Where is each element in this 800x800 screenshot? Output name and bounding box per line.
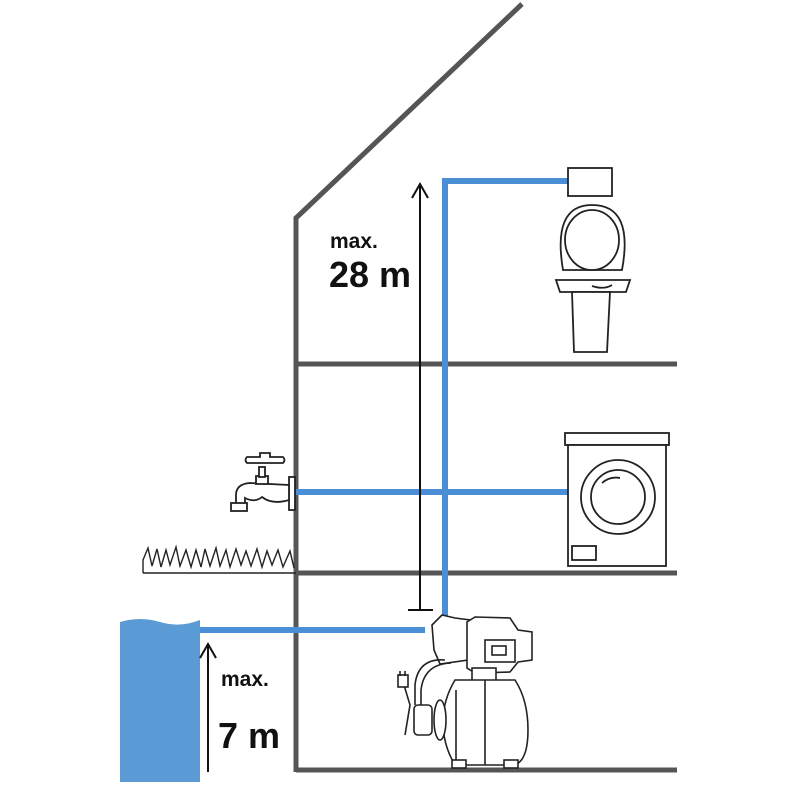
grass-icon [142,544,296,574]
pipe-main-riser [442,178,568,616]
house-walls [293,2,677,773]
height-arrow-7m [199,641,217,772]
outdoor-tap-icon [230,452,296,512]
water-pipes [200,178,568,633]
roof-line [293,2,524,772]
water-source [120,619,200,782]
height-arrow-28m [408,181,433,611]
upper-height-max-label: max. [330,230,378,253]
upper-height-value: 28 m [329,254,412,295]
suction-height-max-label: max. [221,668,269,691]
washing-machine-icon [564,432,670,567]
suction-height-value: 7 m [218,715,281,756]
pump-unit-icon [397,614,533,769]
toilet-icon [554,167,632,353]
